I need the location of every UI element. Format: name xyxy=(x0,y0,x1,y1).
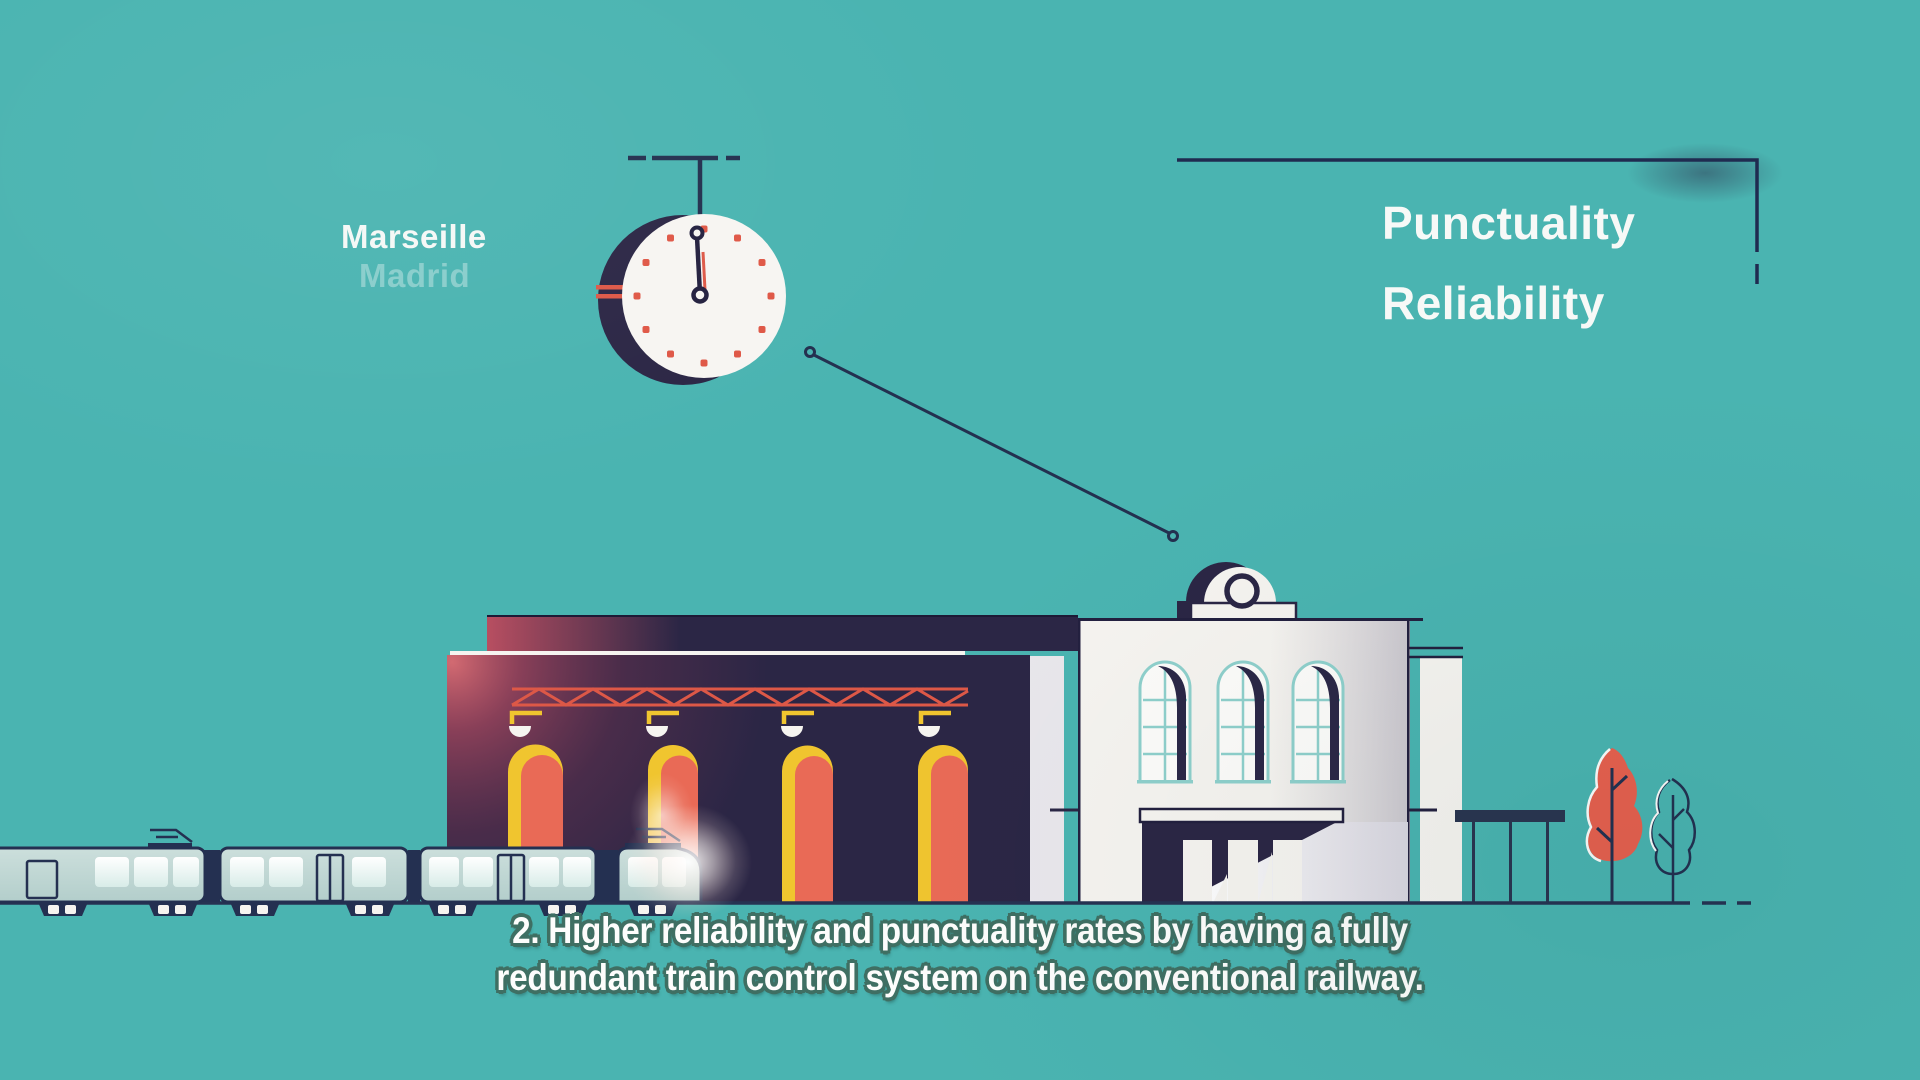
train-doors xyxy=(25,853,526,903)
bracket-smudge xyxy=(1627,143,1783,203)
entrance-canopy xyxy=(1138,807,1345,824)
facade-cornice-top xyxy=(1078,618,1423,621)
station-right-wing xyxy=(1408,646,1463,903)
arched-window-icon xyxy=(1215,660,1271,784)
clock-pivot-ring xyxy=(691,286,709,304)
train-bogies xyxy=(38,902,678,916)
pointer-line-icon xyxy=(804,346,1179,542)
station-entrance xyxy=(1138,807,1408,904)
bracket-line-icon xyxy=(1177,143,1783,284)
entrance-columns xyxy=(1183,840,1302,903)
tree-coral-icon xyxy=(1585,748,1643,903)
train-shed-icon xyxy=(447,615,1078,903)
clock-icon xyxy=(596,214,786,385)
lamp-icon xyxy=(646,710,679,737)
arched-window-icon xyxy=(1137,660,1193,784)
shed-roof-glow xyxy=(487,617,1078,651)
lamp-icon xyxy=(918,710,951,737)
oculus-icon xyxy=(1224,573,1260,609)
shed-lamps xyxy=(509,710,951,737)
clock-hand-shadow xyxy=(701,251,707,291)
awning-icon xyxy=(1455,810,1565,903)
subtitle-caption: 2. Higher reliability and punctuality ra… xyxy=(496,908,1423,1001)
clock-stripe xyxy=(596,285,623,290)
pantograph-icon xyxy=(150,828,193,843)
clock-minute-hand xyxy=(694,236,703,295)
clock-hour-markers xyxy=(633,225,775,367)
shed-end-strip xyxy=(1030,656,1064,903)
title-punctuality: Punctuality xyxy=(1382,197,1636,249)
train-icon xyxy=(0,773,752,920)
clock-stripe xyxy=(596,294,623,299)
shed-white-line xyxy=(450,651,965,655)
title-reliability: Reliability xyxy=(1382,277,1605,329)
station-windows xyxy=(1137,660,1346,784)
lamp-icon xyxy=(781,710,814,737)
facade-left-edge xyxy=(1078,620,1081,903)
subtitle-line-1: 2. Higher reliability and punctuality ra… xyxy=(512,910,1408,951)
clock-hand-tip-ring xyxy=(689,225,705,241)
wing-pilaster xyxy=(1420,658,1462,903)
shed-roof-edge xyxy=(487,615,1078,618)
subtitle-line-2: redundant train control system on the co… xyxy=(496,956,1424,998)
arched-window-icon xyxy=(1290,660,1346,784)
lamp-icon xyxy=(509,710,542,737)
tree-outline-icon xyxy=(1649,777,1696,903)
station-clock-hanger-icon xyxy=(628,155,740,215)
train-glow-upper xyxy=(630,773,694,857)
station-building-icon xyxy=(1078,562,1463,904)
shed-truss xyxy=(511,687,969,707)
city-label-secondary: Madrid xyxy=(359,257,471,294)
facade-right-edge xyxy=(1407,620,1410,903)
city-label-primary: Marseille xyxy=(341,218,487,255)
